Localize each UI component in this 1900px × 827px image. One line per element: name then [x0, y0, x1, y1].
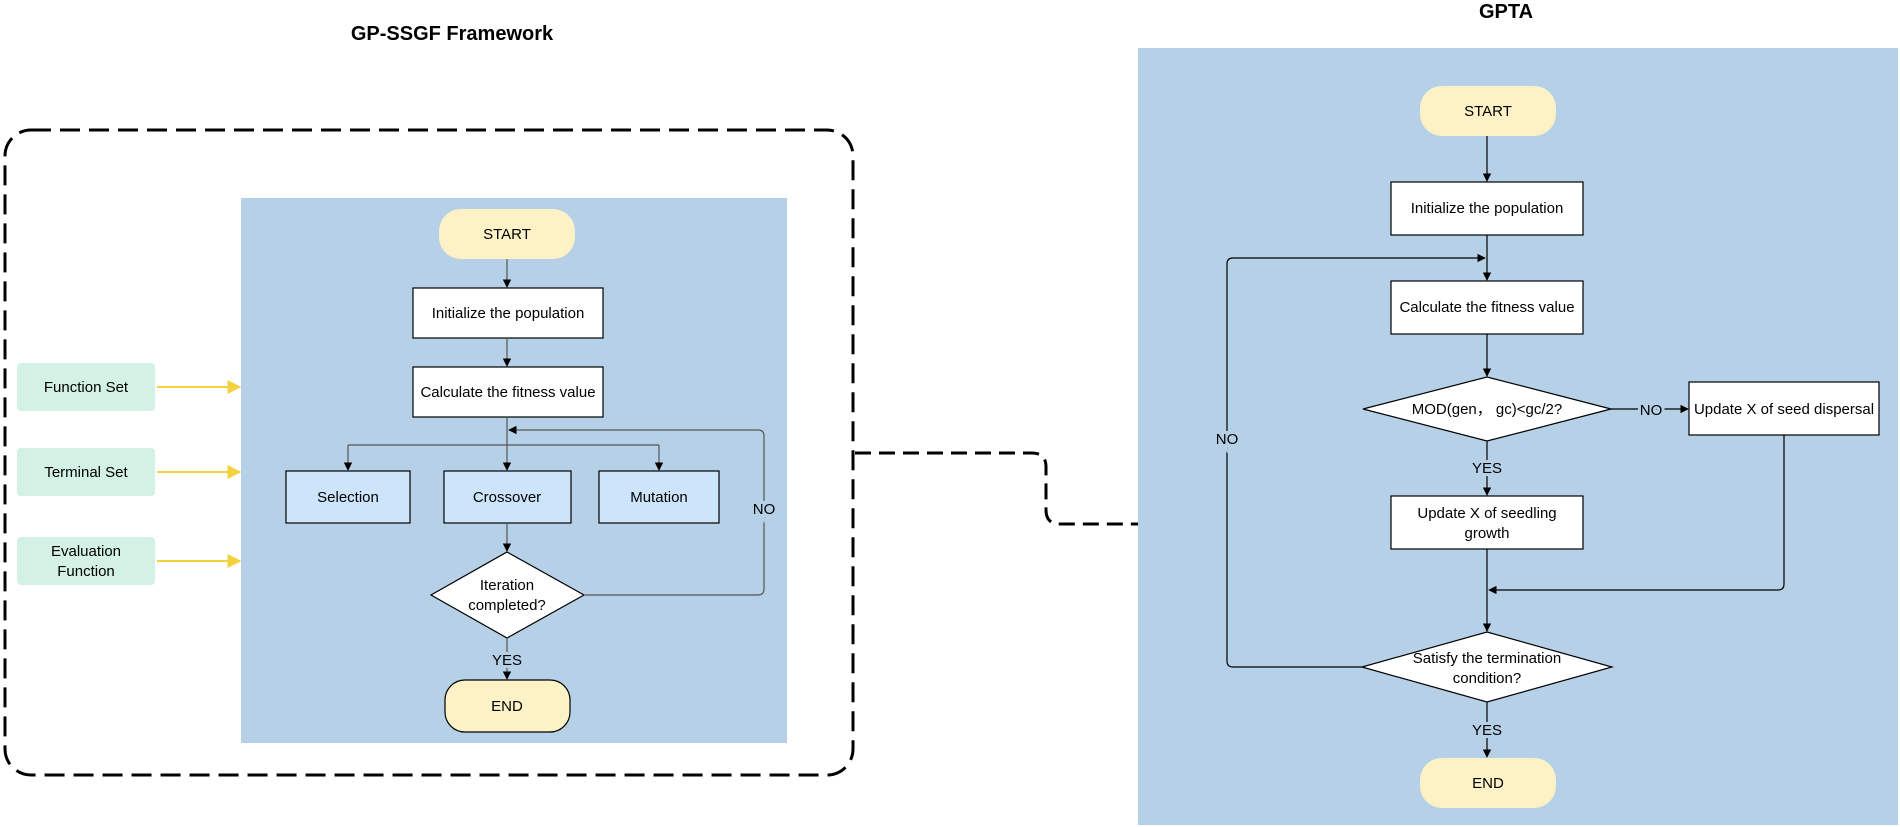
framework-dashed-boundary: [3, 128, 855, 777]
gpta-start-label: START: [1464, 103, 1512, 120]
left-start-label: START: [483, 226, 531, 243]
left-end-node: END: [444, 679, 571, 733]
framework-to-gpta-connector: [855, 451, 1392, 532]
selection-node: Selection: [285, 470, 411, 524]
crossover-node: Crossover: [443, 470, 572, 524]
gpta-fitness-node: Calculate the fitness value: [1390, 280, 1584, 335]
gpta-no-right-label: NO: [1640, 402, 1663, 419]
seedling-growth-label-line2: growth: [1464, 525, 1509, 542]
evaluation-function-label-line2: Function: [57, 563, 115, 580]
iteration-decision-line2: completed?: [468, 597, 546, 614]
termination-decision-line1: Satisfy the termination: [1413, 650, 1561, 667]
left-init-label: Initialize the population: [432, 305, 585, 322]
termination-decision-node: Satisfy the termination condition?: [1359, 631, 1615, 703]
left-branch-lines: [348, 417, 659, 446]
gpta-init-node: Initialize the population: [1390, 181, 1584, 236]
evaluation-function-box: Evaluation Function: [17, 537, 155, 585]
crossover-label: Crossover: [473, 489, 541, 506]
gpta-yes2-label: YES: [1472, 722, 1502, 739]
gpta-yes1-label: YES: [1472, 460, 1502, 477]
left-no-loop-line: [508, 425, 765, 596]
left-fitness-label: Calculate the fitness value: [420, 384, 595, 401]
evaluation-function-label-line1: Evaluation: [51, 543, 121, 560]
left-end-label: END: [491, 698, 523, 715]
left-yes-label: YES: [492, 652, 522, 669]
seed-dispersal-node: Update X of seed dispersal: [1688, 381, 1880, 436]
gpta-start-node: START: [1420, 86, 1556, 136]
left-start-node: START: [439, 209, 575, 259]
left-init-node: Initialize the population: [412, 287, 604, 339]
gpta-end-node: END: [1420, 758, 1556, 808]
function-set-box: Function Set: [17, 363, 155, 411]
seed-dispersal-label: Update X of seed dispersal: [1694, 401, 1874, 418]
seed-dispersal-merge-line: [1488, 435, 1785, 595]
left-fitness-node: Calculate the fitness value: [412, 366, 604, 418]
gpta-fitness-label: Calculate the fitness value: [1399, 299, 1574, 316]
gpta-init-label: Initialize the population: [1411, 200, 1564, 217]
gpta-mod-decision-label: MOD(gen， gc)<gc/2?: [1412, 401, 1562, 418]
seedling-growth-label-line1: Update X of seedling: [1417, 505, 1556, 522]
function-set-label: Function Set: [44, 379, 129, 396]
gpta-panel: [1138, 48, 1898, 825]
gpta-end-label: END: [1472, 775, 1504, 792]
terminal-set-label: Terminal Set: [44, 464, 128, 481]
right-framework-title: GPTA: [1479, 1, 1533, 23]
iteration-decision-line1: Iteration: [480, 577, 534, 594]
mutation-label: Mutation: [630, 489, 688, 506]
gpta-no-loop-line: [1226, 253, 1486, 668]
left-no-label: NO: [753, 501, 776, 518]
terminal-set-box: Terminal Set: [17, 448, 155, 496]
iteration-decision-node: Iteration completed?: [429, 551, 586, 639]
left-framework-title: GP-SSGF Framework: [351, 23, 554, 45]
selection-label: Selection: [317, 489, 379, 506]
termination-decision-line2: condition?: [1453, 670, 1521, 687]
gpta-no-loop-label: NO: [1216, 431, 1239, 448]
seedling-growth-node: Update X of seedling growth: [1390, 495, 1584, 550]
mutation-node: Mutation: [598, 470, 720, 524]
